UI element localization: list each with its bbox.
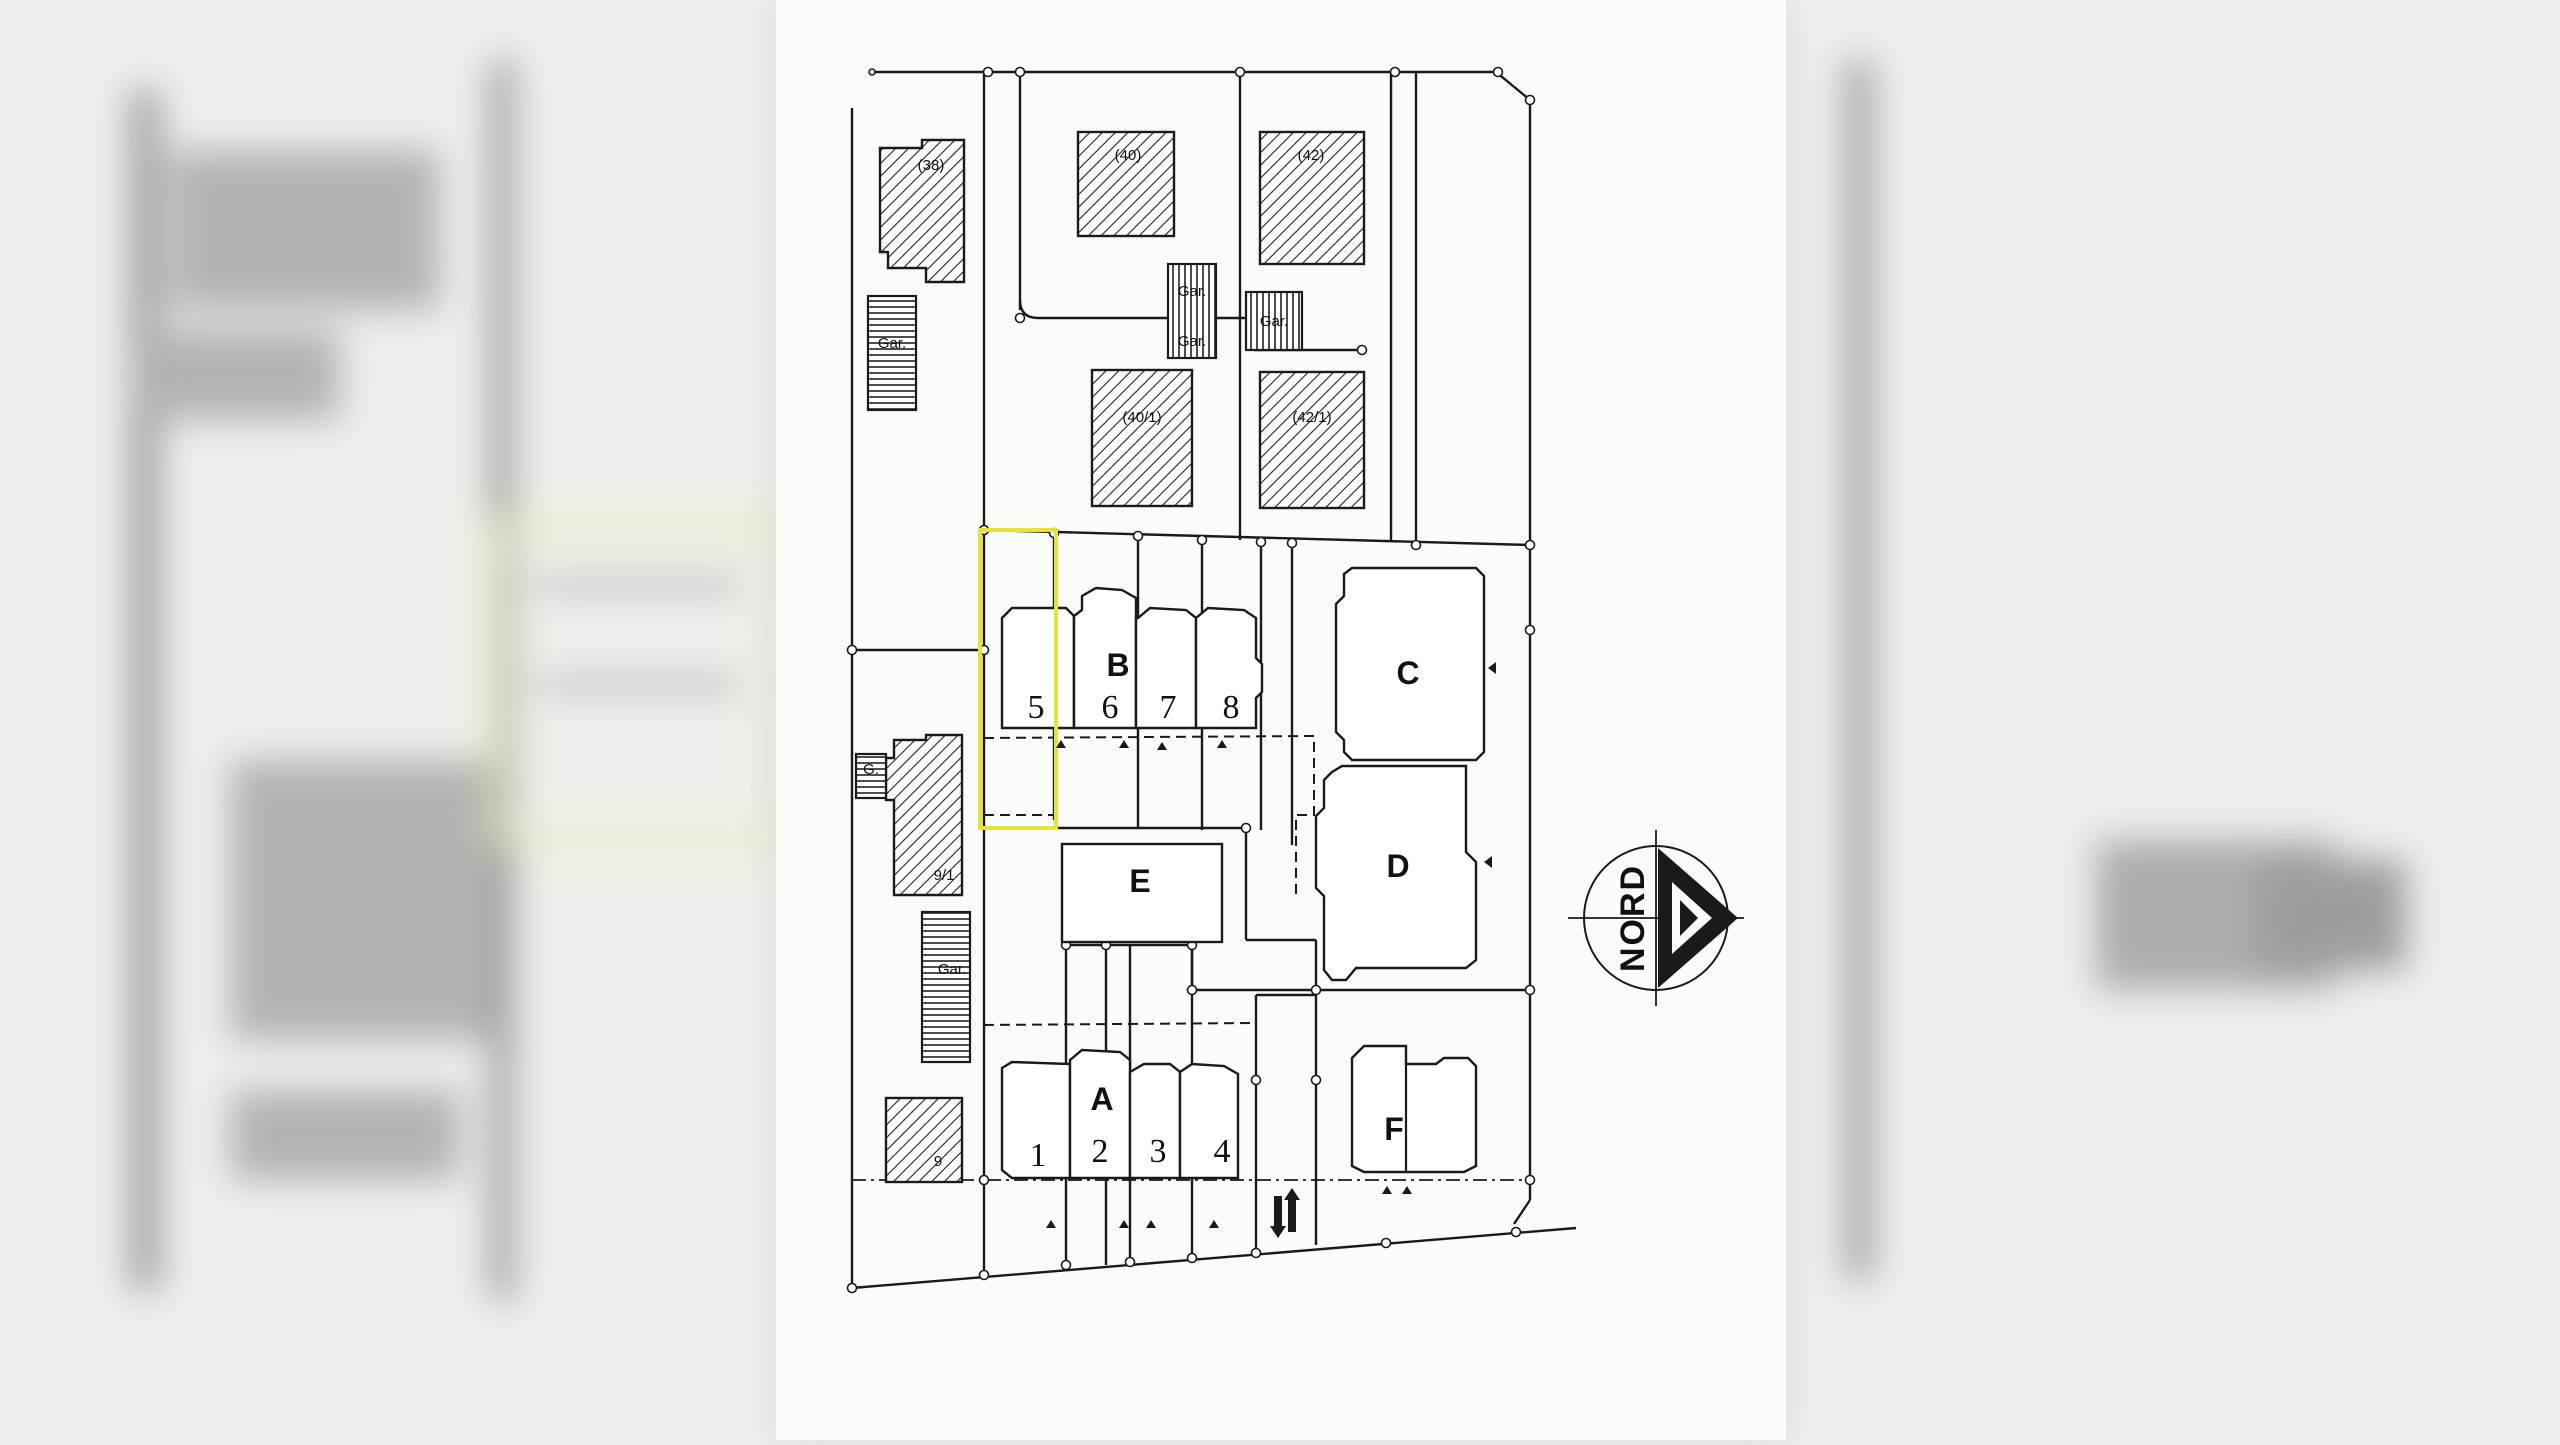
label-house-38: (38)	[918, 157, 945, 174]
block-e-outline	[1060, 842, 1224, 944]
highlighted-parcel-unit-5	[978, 528, 1058, 830]
label-garage-left-bottom: Gar.	[938, 961, 966, 978]
unit-number-3: 3	[1150, 1133, 1167, 1170]
unit-number-1: 1	[1030, 1137, 1047, 1174]
block-c-outline	[1334, 566, 1486, 762]
existing-house-40-1	[1090, 368, 1194, 508]
unit-number-2: 2	[1092, 1133, 1109, 1170]
garage-mid-right	[1244, 290, 1304, 352]
block-label-b: B	[1106, 647, 1129, 683]
label-garage-mid-a: Gar.	[1178, 283, 1206, 300]
property-boundary-top-right	[872, 70, 1532, 1200]
label-house-42-1: (42/1)	[1292, 409, 1331, 426]
blurred-background-left	[0, 0, 776, 1440]
street-line	[851, 1226, 1577, 1290]
label-garage-left-top: Gar.	[878, 335, 906, 352]
block-d-outline	[1314, 764, 1478, 982]
unit-8-outline	[1194, 606, 1264, 730]
block-label-d: D	[1386, 848, 1409, 884]
site-plan-sheet: (38) (40) (42) (40/1) (42/1) 9/1 9 Gar. …	[776, 0, 1786, 1440]
unit-2-outline	[1068, 1048, 1132, 1180]
entrance-markers	[1046, 662, 1496, 1228]
existing-house-38	[878, 138, 966, 284]
unit-number-5: 5	[1028, 689, 1045, 726]
site-plan-drawing: (38) (40) (42) (40/1) (42/1) 9/1 9 Gar. …	[846, 66, 1744, 1294]
block-f-outline	[1350, 1044, 1478, 1174]
existing-house-42	[1258, 130, 1366, 266]
blurred-background-right	[1786, 0, 2560, 1440]
garage-left-top	[866, 294, 918, 412]
dashed-path-a	[983, 1021, 1257, 1080]
unit-4-outline	[1178, 1062, 1240, 1180]
block-label-c: C	[1396, 655, 1419, 691]
label-garage-mid-c: Gar.	[1260, 313, 1288, 330]
block-label-a: A	[1090, 1081, 1113, 1117]
label-garage-mid-b: Gar.	[1178, 333, 1206, 350]
north-arrow-icon: NORD	[1568, 830, 1744, 1006]
two-way-arrows-icon	[1270, 1188, 1300, 1238]
block-label-f: F	[1384, 1111, 1404, 1147]
garage-mid-pair	[1166, 262, 1218, 360]
dashed-path-b	[983, 734, 1315, 895]
existing-house-9-1	[884, 733, 964, 897]
label-house-40-1: (40/1)	[1122, 409, 1161, 426]
unit-number-4: 4	[1214, 1133, 1231, 1170]
unit-number-8: 8	[1223, 689, 1240, 726]
label-garage-small: G.	[863, 761, 879, 778]
label-house-9-1: 9/1	[934, 867, 955, 884]
existing-house-40	[1076, 130, 1176, 238]
existing-house-42-1	[1258, 370, 1366, 510]
north-label: NORD	[1614, 864, 1652, 972]
label-house-9: 9	[934, 1153, 942, 1170]
block-label-e: E	[1129, 863, 1150, 899]
garage-left-bottom	[920, 910, 972, 1064]
unit-number-7: 7	[1160, 689, 1177, 726]
unit-number-6: 6	[1102, 689, 1119, 726]
label-house-42: (42)	[1298, 147, 1325, 164]
garage-left-small	[854, 752, 888, 800]
existing-house-9	[884, 1096, 964, 1184]
label-house-40: (40)	[1115, 147, 1142, 164]
